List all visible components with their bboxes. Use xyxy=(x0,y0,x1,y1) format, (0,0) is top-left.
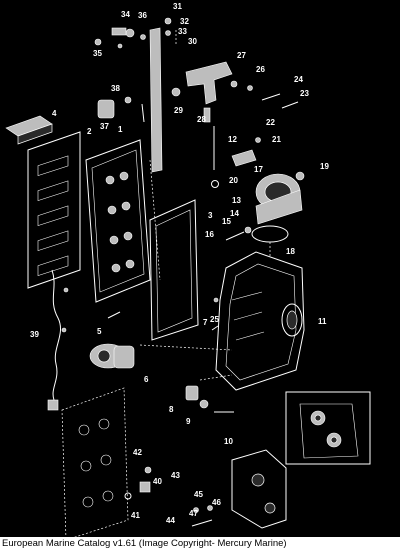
image-caption: European Marine Catalog v1.61 (Image Cop… xyxy=(2,538,287,549)
part-label: 46 xyxy=(212,498,221,507)
part-label: 35 xyxy=(93,49,102,58)
part-label: 27 xyxy=(237,51,246,60)
part-label: 45 xyxy=(194,490,203,499)
part-label: 24 xyxy=(294,75,303,84)
part-label: 43 xyxy=(171,471,180,480)
parts-8-10-fasteners xyxy=(185,385,234,413)
part-label: 18 xyxy=(286,247,295,256)
part-label: 15 xyxy=(222,217,231,226)
part-18-o-ring xyxy=(251,225,289,243)
part-label: 30 xyxy=(188,37,197,46)
part-label: 47 xyxy=(189,509,198,518)
part-label: 28 xyxy=(197,115,206,124)
part-label: 40 xyxy=(153,477,162,486)
part-30-strip xyxy=(149,27,163,173)
part-label: 44 xyxy=(166,516,175,525)
part-label: 32 xyxy=(180,17,189,26)
parts-14-16-bolts xyxy=(225,226,252,241)
part-label: 9 xyxy=(186,417,191,426)
part-label: 4 xyxy=(52,109,57,118)
part-label: 37 xyxy=(100,122,109,131)
parts-12-22-sensor xyxy=(211,126,261,188)
part-label: 3 xyxy=(208,211,213,220)
part-label: 14 xyxy=(230,209,239,218)
parts-5-7-25-bolts xyxy=(107,297,219,331)
part-label: 21 xyxy=(272,135,281,144)
part-label: 38 xyxy=(111,84,120,93)
part-2-gasket xyxy=(27,131,81,289)
part-label: 11 xyxy=(318,317,327,326)
part-label: 39 xyxy=(30,330,39,339)
part-6-motor xyxy=(89,343,135,369)
part-label: 41 xyxy=(131,511,140,520)
part-4-connector xyxy=(5,115,53,145)
part-39-wire-harness xyxy=(47,269,69,411)
lower-right-bracket xyxy=(231,449,287,529)
part-label: 6 xyxy=(144,375,149,384)
part-label: 22 xyxy=(266,118,275,127)
parts-28-29 xyxy=(171,87,211,123)
part-label: 42 xyxy=(133,448,142,457)
part-label: 5 xyxy=(97,327,102,336)
part-27-bracket xyxy=(185,61,233,105)
part-17-throttle-body xyxy=(255,171,305,225)
part-label: 31 xyxy=(173,2,182,11)
part-label: 17 xyxy=(254,165,263,174)
part-label: 2 xyxy=(87,127,92,136)
caption-bar xyxy=(0,537,400,550)
parts-23-26-small-items xyxy=(230,80,299,109)
part-11-intake-manifold xyxy=(215,251,305,391)
lower-head-assembly xyxy=(61,387,129,541)
part-label: 36 xyxy=(138,11,147,20)
part-labels: 1 2 3 4 5 6 7 8 9 10 11 12 13 14 15 16 1… xyxy=(30,2,329,525)
part-label: 23 xyxy=(300,89,309,98)
part-label: 12 xyxy=(228,135,237,144)
inset-detail xyxy=(285,391,371,465)
part-label: 25 xyxy=(210,315,219,324)
part-label: 34 xyxy=(121,10,130,19)
part-label: 16 xyxy=(205,230,214,239)
leader-lines xyxy=(139,30,271,381)
parts-40-47-small-items xyxy=(124,466,213,527)
part-3-gasket xyxy=(149,199,199,341)
part-label: 13 xyxy=(232,196,241,205)
part-label: 8 xyxy=(169,405,174,414)
part-label: 1 xyxy=(118,125,123,134)
part-label: 7 xyxy=(203,318,208,327)
part-label: 26 xyxy=(256,65,265,74)
part-label: 20 xyxy=(229,176,238,185)
parts-36-38-coil xyxy=(97,96,145,123)
part-label: 10 xyxy=(224,437,233,446)
part-label: 29 xyxy=(174,106,183,115)
part-1-head-cover xyxy=(85,139,151,303)
part-label: 33 xyxy=(178,27,187,36)
parts-31-36-fasteners xyxy=(94,17,172,49)
part-label: 19 xyxy=(320,162,329,171)
